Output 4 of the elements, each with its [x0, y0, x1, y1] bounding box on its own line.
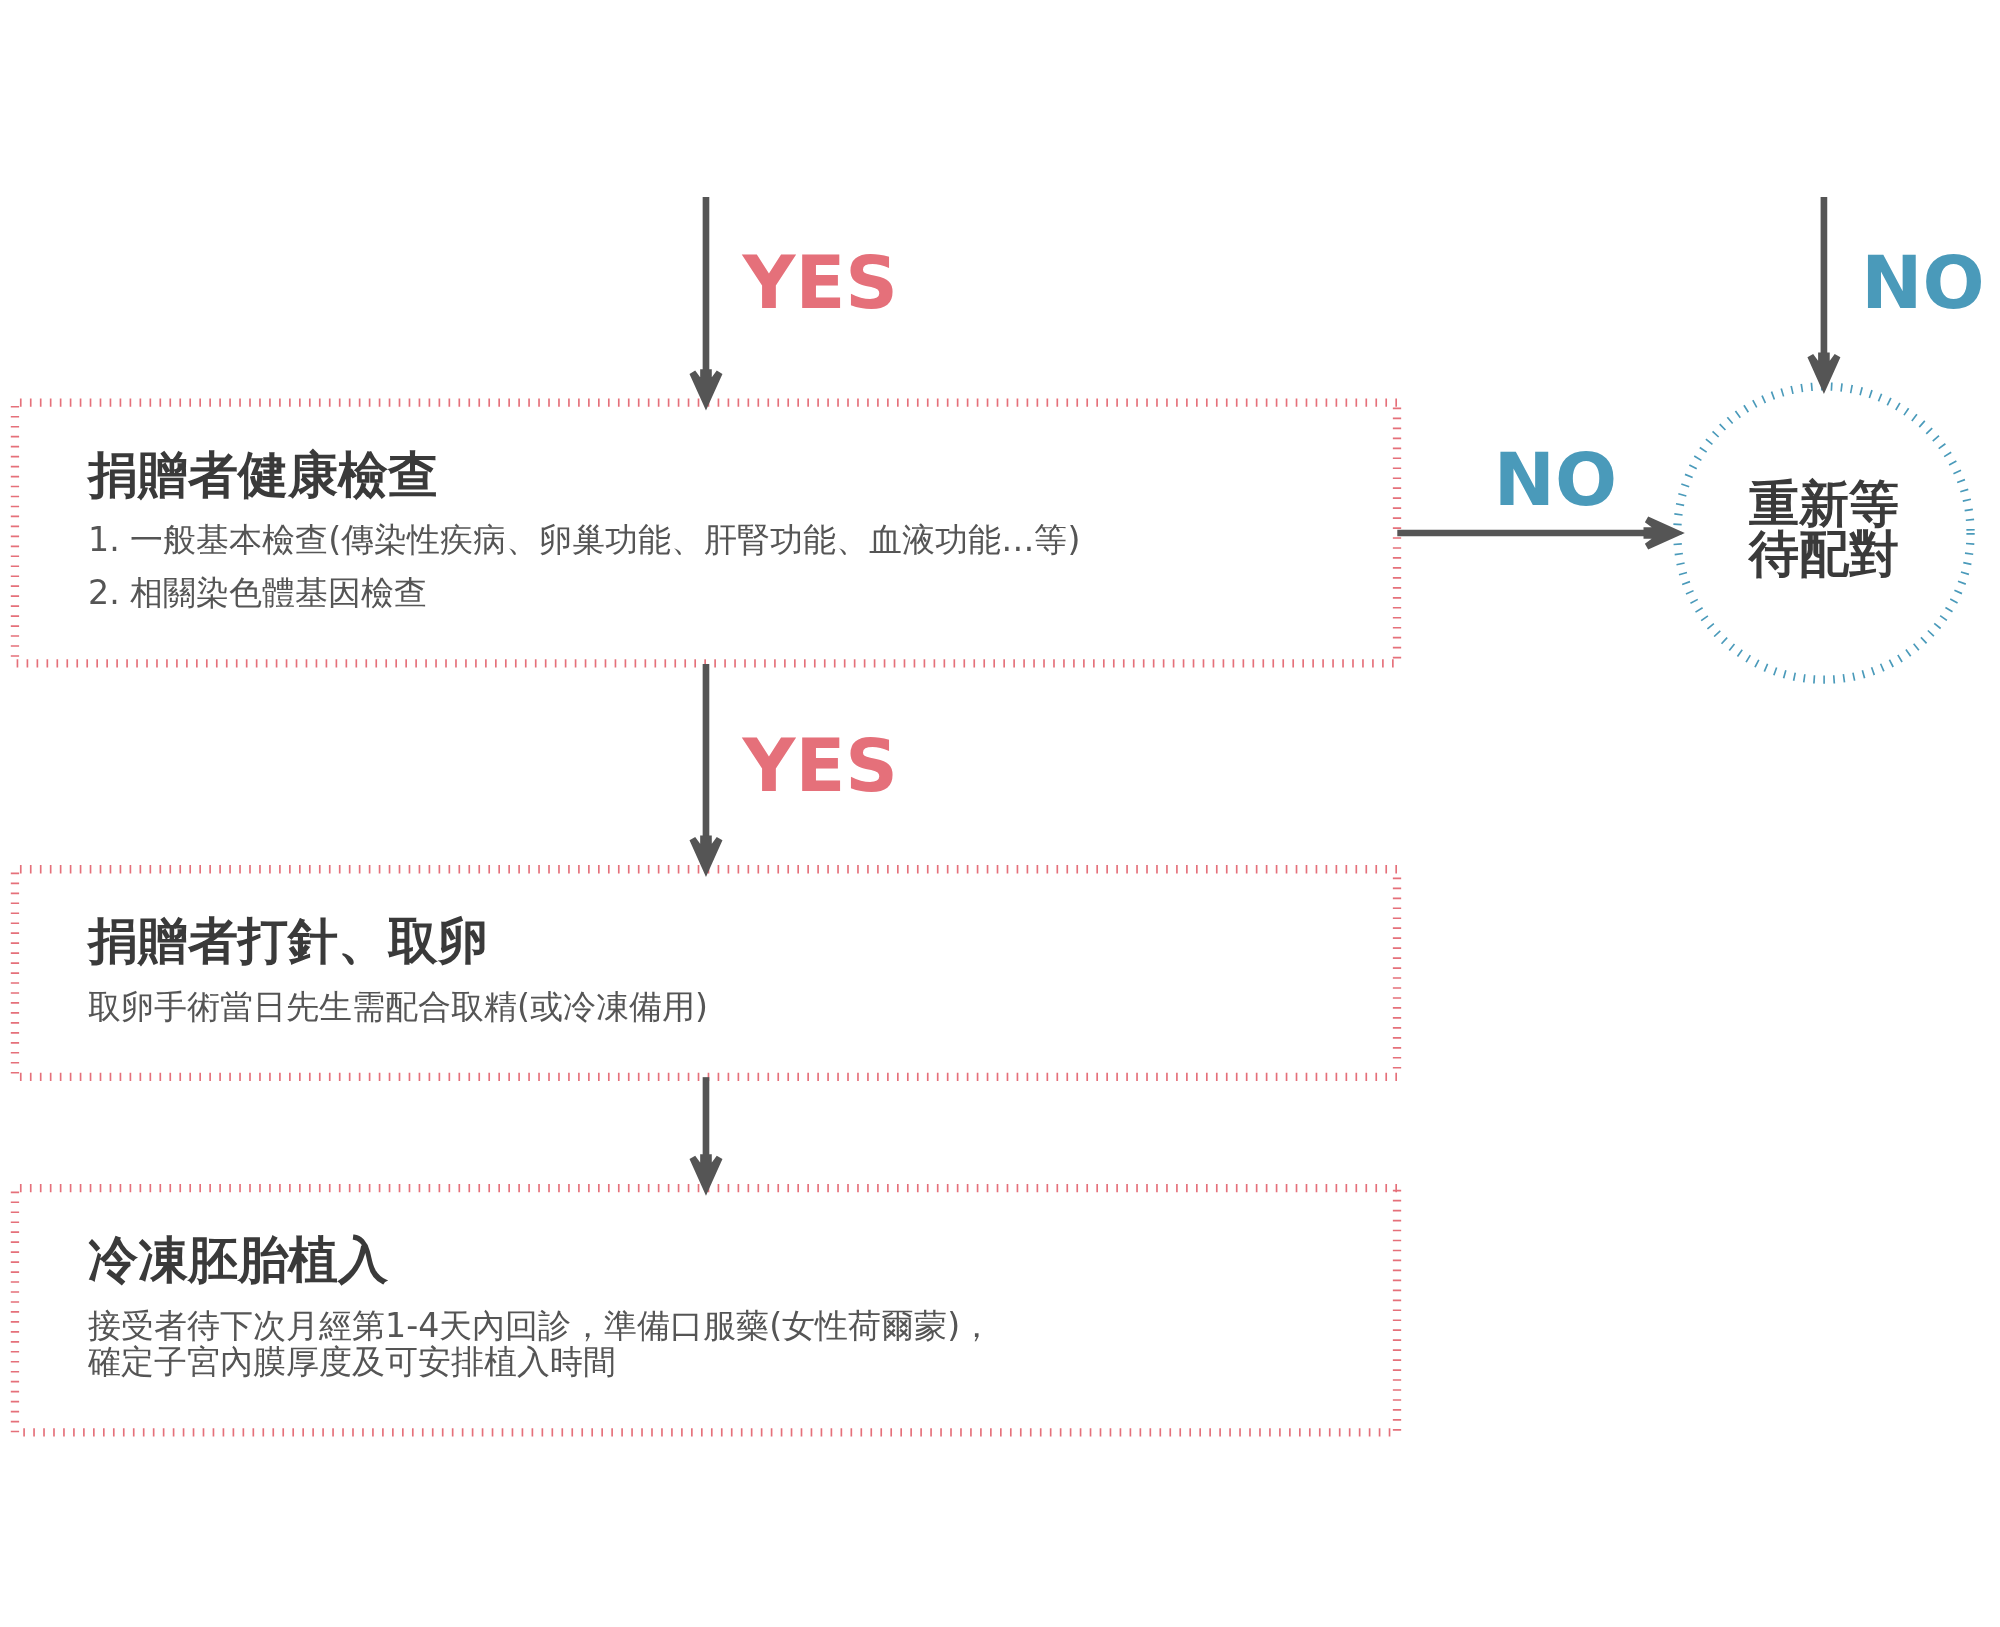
edge-label: YES	[742, 239, 899, 325]
edge-label: NO	[1861, 239, 1985, 325]
edge-label: NO	[1493, 436, 1618, 522]
edge-label: YES	[742, 722, 899, 808]
